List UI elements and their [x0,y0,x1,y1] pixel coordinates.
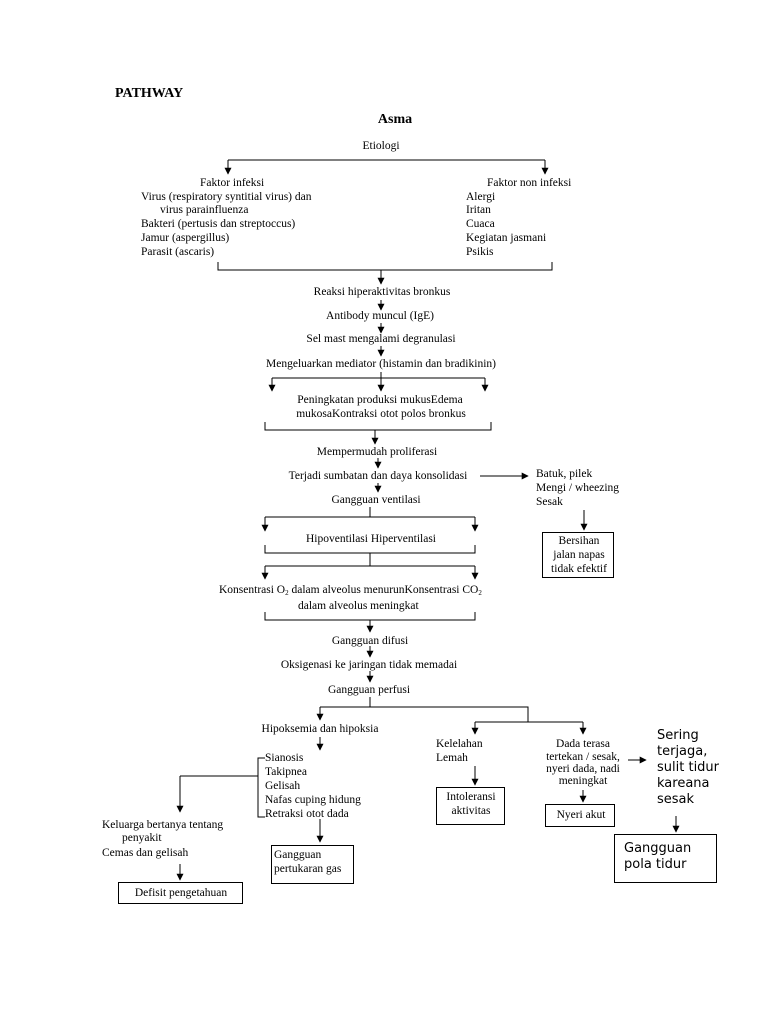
sign-item: Gelisah [265,780,301,792]
node-hipoksemia: Hipoksemia dan hipoksia [261,723,379,735]
diagnosis-text: Gangguan [274,849,322,861]
dada-item: nyeri dada, nadi [546,763,620,775]
node-mediator: Mengeluarkan mediator (histamin dan brad… [266,358,496,370]
sering-item: sulit tidur [657,760,720,775]
diagnosis-gangguan-pola-tidur: Gangguan pola tidur [614,834,717,883]
faktor-infeksi-item: virus parainfluenza [160,204,249,216]
diagnosis-intoleransi-aktivitas: Intoleransi aktivitas [436,787,505,825]
node-faktor-non-infeksi-heading: Faktor non infeksi [487,177,572,189]
diagnosis-text: aktivitas [451,805,491,817]
sign-item: Sianosis [265,752,304,764]
node-etiologi: Etiologi [362,140,400,152]
diagnosis-gangguan-pertukaran-gas: Gangguan pertukaran gas [271,845,354,884]
node-sumbatan: Terjadi sumbatan dan daya konsolidasi [288,470,468,482]
diagnosis-defisit-pengetahuan: Defisit pengetahuan [118,882,243,904]
symptom-item: Sesak [536,496,563,508]
keluarga-item: Cemas dan gelisah [102,847,189,859]
diagnosis-text: jalan napas [553,549,605,561]
diagnosis-text: pertukaran gas [274,863,342,875]
node-hipo-hiper-ventilasi: Hipoventilasi Hiperventilasi [306,533,436,545]
konsentrasi-co2-label: dalam alveolus menurunKonsentrasi CO [288,584,479,596]
node-gangguan-perfusi: Gangguan perfusi [327,684,411,696]
sign-item: Nafas cuping hidung [265,794,361,806]
node-gangguan-ventilasi: Gangguan ventilasi [331,494,421,506]
faktor-non-infeksi-item: Iritan [466,204,491,216]
keluarga-item: penyakit [122,832,162,844]
subscript: 2 [285,589,289,597]
symptom-item: Mengi / wheezing [536,482,620,494]
node-konsentrasi-line1: Konsentrasi O2 dalam alveolus menurunKon… [219,583,482,600]
faktor-infeksi-item: Bakteri (pertusis dan streptoccus) [141,218,296,230]
faktor-non-infeksi-item: Kegiatan jasmani [466,232,547,244]
node-reaksi-hiperaktivitas: Reaksi hiperaktivitas bronkus [313,286,451,298]
node-kelelahan: Kelelahan [436,738,483,750]
node-sel-mast: Sel mast mengalami degranulasi [306,333,456,345]
keluarga-item: Keluarga bertanya tentang [102,819,224,831]
node-lemah: Lemah [436,752,468,764]
node-konsentrasi-line2: dalam alveolus meningkat [298,600,419,612]
dada-item: tertekan / sesak, [546,751,620,763]
diagnosis-text: Intoleransi [446,791,496,803]
diagnosis-text: pola tidur [624,857,687,872]
node-mediator-effects-line2: mukosaKontraksi otot polos bronkus [296,408,466,420]
sering-item: Sering [657,728,699,743]
node-oksigenasi: Oksigenasi ke jaringan tidak memadai [280,659,458,671]
faktor-non-infeksi-item: Psikis [466,246,494,258]
pathway-heading: PATHWAY [115,86,184,101]
diagnosis-text: Gangguan [624,841,692,856]
diagnosis-bersihan-jalan-napas: Bersihan jalan napas tidak efektif [542,532,614,578]
node-mediator-effects-line1: Peningkatan produksi mukusEdema [297,394,463,406]
faktor-infeksi-item: Parasit (ascaris) [141,246,215,258]
diagnosis-text: Nyeri akut [556,809,606,821]
faktor-infeksi-item: Jamur (aspergillus) [141,232,230,244]
diagnosis-text: tidak efektif [551,563,607,575]
faktor-non-infeksi-item: Alergi [466,191,496,203]
sering-item: kareana [657,776,710,791]
sign-item: Takipnea [265,766,307,778]
sering-item: terjaga, [657,744,708,759]
faktor-infeksi-item: Virus (respiratory syntitial virus) dan [141,191,312,203]
diagnosis-nyeri-akut: Nyeri akut [545,804,615,827]
dada-item: meningkat [558,775,608,787]
sign-item: Retraksi otot dada [265,808,349,820]
symptom-item: Batuk, pilek [536,468,593,480]
diagnosis-text: Defisit pengetahuan [134,887,228,899]
konsentrasi-o2-label: Konsentrasi O [219,584,286,596]
faktor-non-infeksi-item: Cuaca [466,218,495,230]
dada-item: Dada terasa [556,738,610,750]
node-gangguan-difusi: Gangguan difusi [331,635,409,647]
subscript: 2 [478,589,482,597]
sering-item: sesak [657,792,695,807]
diagnosis-text: Bersihan [558,535,600,547]
node-proliferasi: Mempermudah proliferasi [316,446,438,458]
node-faktor-infeksi-heading: Faktor infeksi [200,177,265,189]
diagram-title: Asma [377,112,413,127]
node-antibody-ige: Antibody muncul (IgE) [326,310,434,322]
